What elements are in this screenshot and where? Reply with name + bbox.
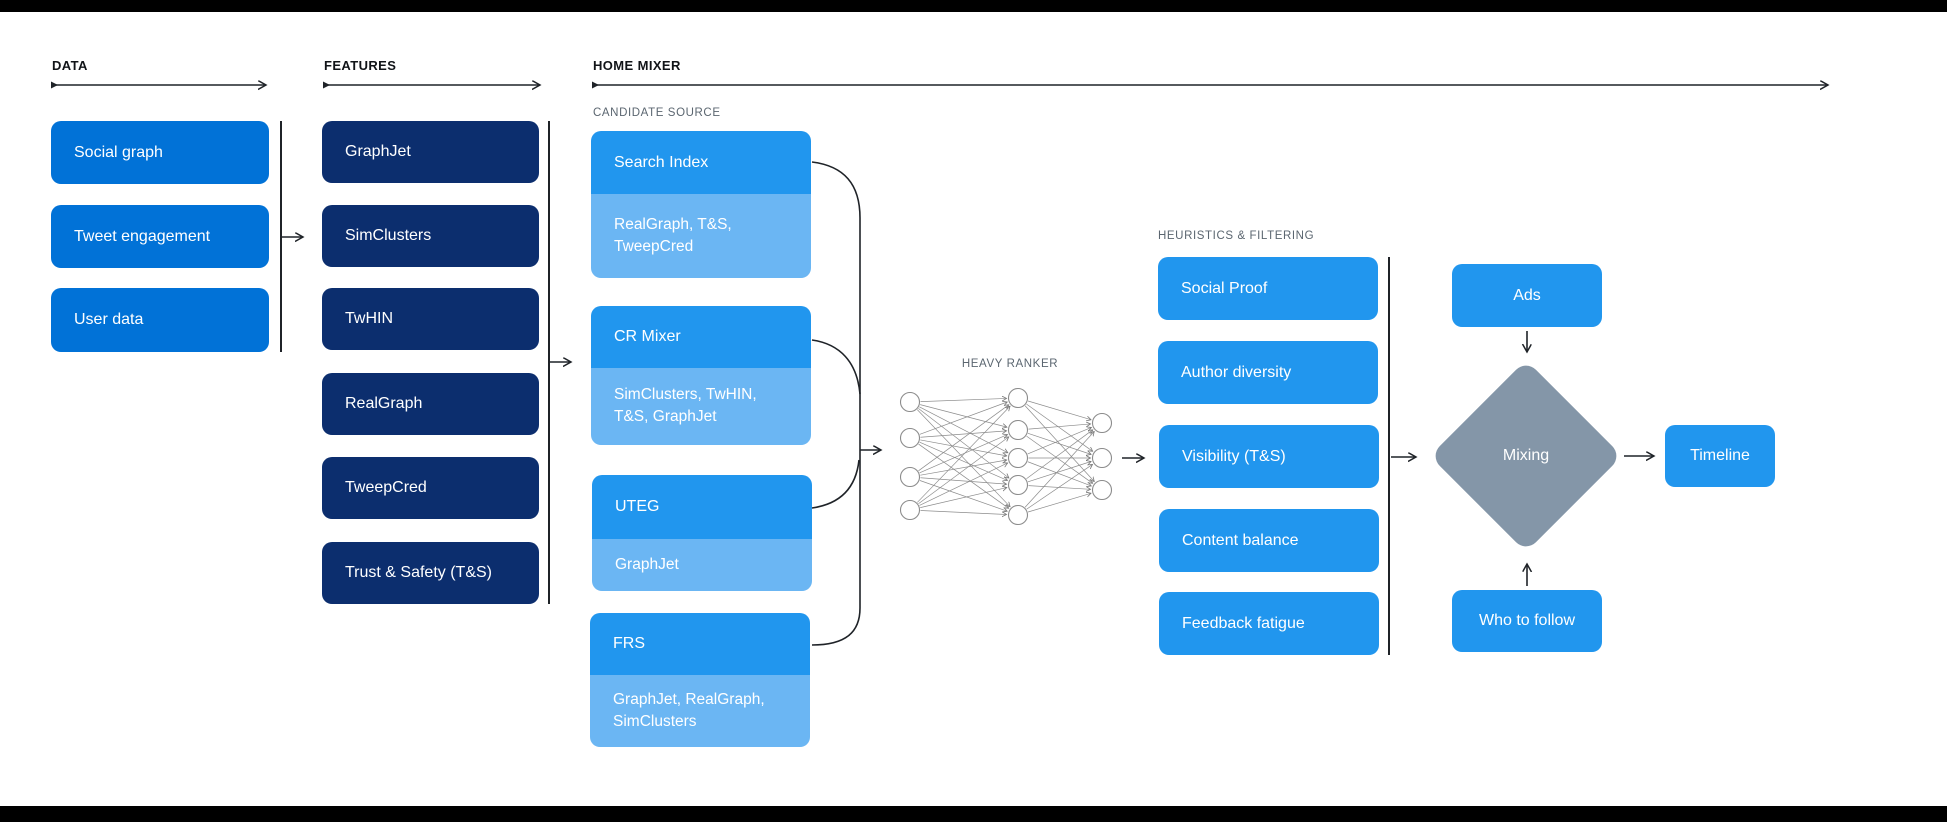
- nn-connection: [919, 463, 1007, 506]
- candidate-deps: GraphJet, RealGraph, SimClusters: [590, 675, 810, 747]
- nn-connection: [1028, 485, 1090, 490]
- nn-node: [1007, 504, 1029, 526]
- nn-connection: [918, 443, 1009, 508]
- cr-mixer-collector-curve: [811, 339, 861, 395]
- nn-connection: [919, 480, 1007, 511]
- nn-connection: [920, 404, 1007, 427]
- nn-connection: [1028, 424, 1090, 430]
- nn-connection: [920, 439, 1006, 456]
- candidate-title: CR Mixer: [591, 306, 811, 368]
- nn-connection: [1024, 431, 1094, 508]
- candidate-deps-line1: SimClusters, TwHIN,: [614, 386, 757, 403]
- nn-connection: [1027, 462, 1091, 483]
- candidate-deps: RealGraph, T&S, TweepCred: [591, 194, 811, 278]
- who-to-follow-node: Who to follow: [1452, 590, 1602, 652]
- heuristic-node-social-proof: Social Proof: [1158, 257, 1378, 320]
- nn-connection: [919, 435, 1008, 474]
- heuristic-node-feedback-fatigue: Feedback fatigue: [1159, 592, 1379, 655]
- nn-connection: [919, 402, 1007, 435]
- nn-node: [899, 499, 921, 521]
- heuristic-node-visibility: Visibility (T&S): [1159, 425, 1379, 488]
- collector-spine: [811, 161, 861, 646]
- nn-connection: [1027, 432, 1091, 454]
- nn-connection: [1027, 461, 1091, 486]
- nn-connection: [1026, 430, 1092, 480]
- feature-node-twhin: TwHIN: [322, 288, 539, 350]
- data-node-tweet-engagement: Tweet engagement: [51, 205, 269, 268]
- nn-node: [1007, 387, 1029, 409]
- candidate-group-uteg: UTEG GraphJet: [592, 475, 812, 591]
- nn-connection: [920, 488, 1007, 508]
- data-node-social-graph: Social graph: [51, 121, 269, 184]
- candidate-group-cr-mixer: CR Mixer SimClusters, TwHIN, T&S, GraphJ…: [591, 306, 811, 445]
- uteg-collector-curve: [811, 459, 860, 509]
- nn-node: [899, 391, 921, 413]
- candidate-title: UTEG: [592, 475, 812, 539]
- nn-node: [1091, 479, 1113, 501]
- nn-connection: [920, 398, 1006, 402]
- nn-connection: [1027, 493, 1091, 513]
- nn-connection: [1026, 435, 1093, 483]
- mixing-label: Mixing: [1502, 447, 1550, 464]
- features-section-label: FEATURES: [324, 58, 397, 73]
- candidate-title: FRS: [590, 613, 810, 675]
- nn-node: [899, 466, 921, 488]
- nn-connection: [918, 408, 1009, 478]
- heuristic-node-content-balance: Content balance: [1159, 509, 1379, 572]
- nn-connection: [1027, 400, 1091, 420]
- candidate-deps: SimClusters, TwHIN, T&S, GraphJet: [591, 368, 811, 445]
- nn-connection: [1026, 403, 1093, 451]
- nn-connection: [920, 460, 1006, 476]
- nn-node: [1091, 447, 1113, 469]
- candidate-group-frs: FRS GraphJet, RealGraph, SimClusters: [590, 613, 810, 747]
- candidate-deps-line1: GraphJet: [615, 556, 679, 573]
- data-section-label: DATA: [52, 58, 88, 73]
- candidate-deps-line2: T&S, GraphJet: [614, 408, 717, 425]
- nn-connection: [918, 405, 1008, 472]
- feature-node-simclusters: SimClusters: [322, 205, 539, 267]
- nn-connection: [920, 510, 1006, 514]
- feature-node-trust-safety: Trust & Safety (T&S): [322, 542, 539, 604]
- feature-node-realgraph: RealGraph: [322, 373, 539, 435]
- candidate-deps-line1: GraphJet, RealGraph,: [613, 691, 765, 708]
- bottom-frame-bar: [0, 806, 1947, 822]
- candidate-title: Search Index: [591, 131, 811, 194]
- candidate-source-label: CANDIDATE SOURCE: [593, 107, 721, 119]
- nn-node: [1091, 412, 1113, 434]
- nn-connection: [920, 431, 1006, 438]
- feature-node-tweepcred: TweepCred: [322, 457, 539, 519]
- heavy-ranker-network: [899, 387, 1113, 526]
- heavy-ranker-label: HEAVY RANKER: [961, 358, 1059, 370]
- heuristics-filtering-label: HEURISTICS & FILTERING: [1158, 230, 1315, 242]
- nn-connection: [1027, 427, 1092, 455]
- timeline-node: Timeline: [1665, 425, 1775, 487]
- candidate-deps-line2: TweepCred: [614, 238, 694, 255]
- ads-node: Ads: [1452, 264, 1602, 327]
- nn-connection: [1026, 464, 1093, 510]
- nn-node: [1007, 419, 1029, 441]
- nn-connection: [919, 441, 1008, 480]
- feature-node-graphjet: GraphJet: [322, 121, 539, 183]
- nn-node: [1007, 474, 1029, 496]
- top-frame-bar: [0, 0, 1947, 12]
- heuristic-node-author-diversity: Author diversity: [1158, 341, 1378, 404]
- home-mixer-section-label: HOME MIXER: [593, 58, 681, 73]
- candidate-deps-line1: RealGraph, T&S,: [614, 216, 732, 233]
- nn-connection: [917, 406, 1010, 503]
- candidate-deps: GraphJet: [592, 539, 812, 591]
- nn-connection: [919, 406, 1007, 453]
- nn-connection: [918, 437, 1008, 505]
- candidate-group-search-index: Search Index RealGraph, T&S, TweepCred: [591, 131, 811, 278]
- nn-connection: [920, 477, 1006, 484]
- data-node-user-data: User data: [51, 288, 269, 352]
- candidate-deps-line2: SimClusters: [613, 713, 697, 730]
- nn-node: [899, 427, 921, 449]
- nn-node: [1007, 447, 1029, 469]
